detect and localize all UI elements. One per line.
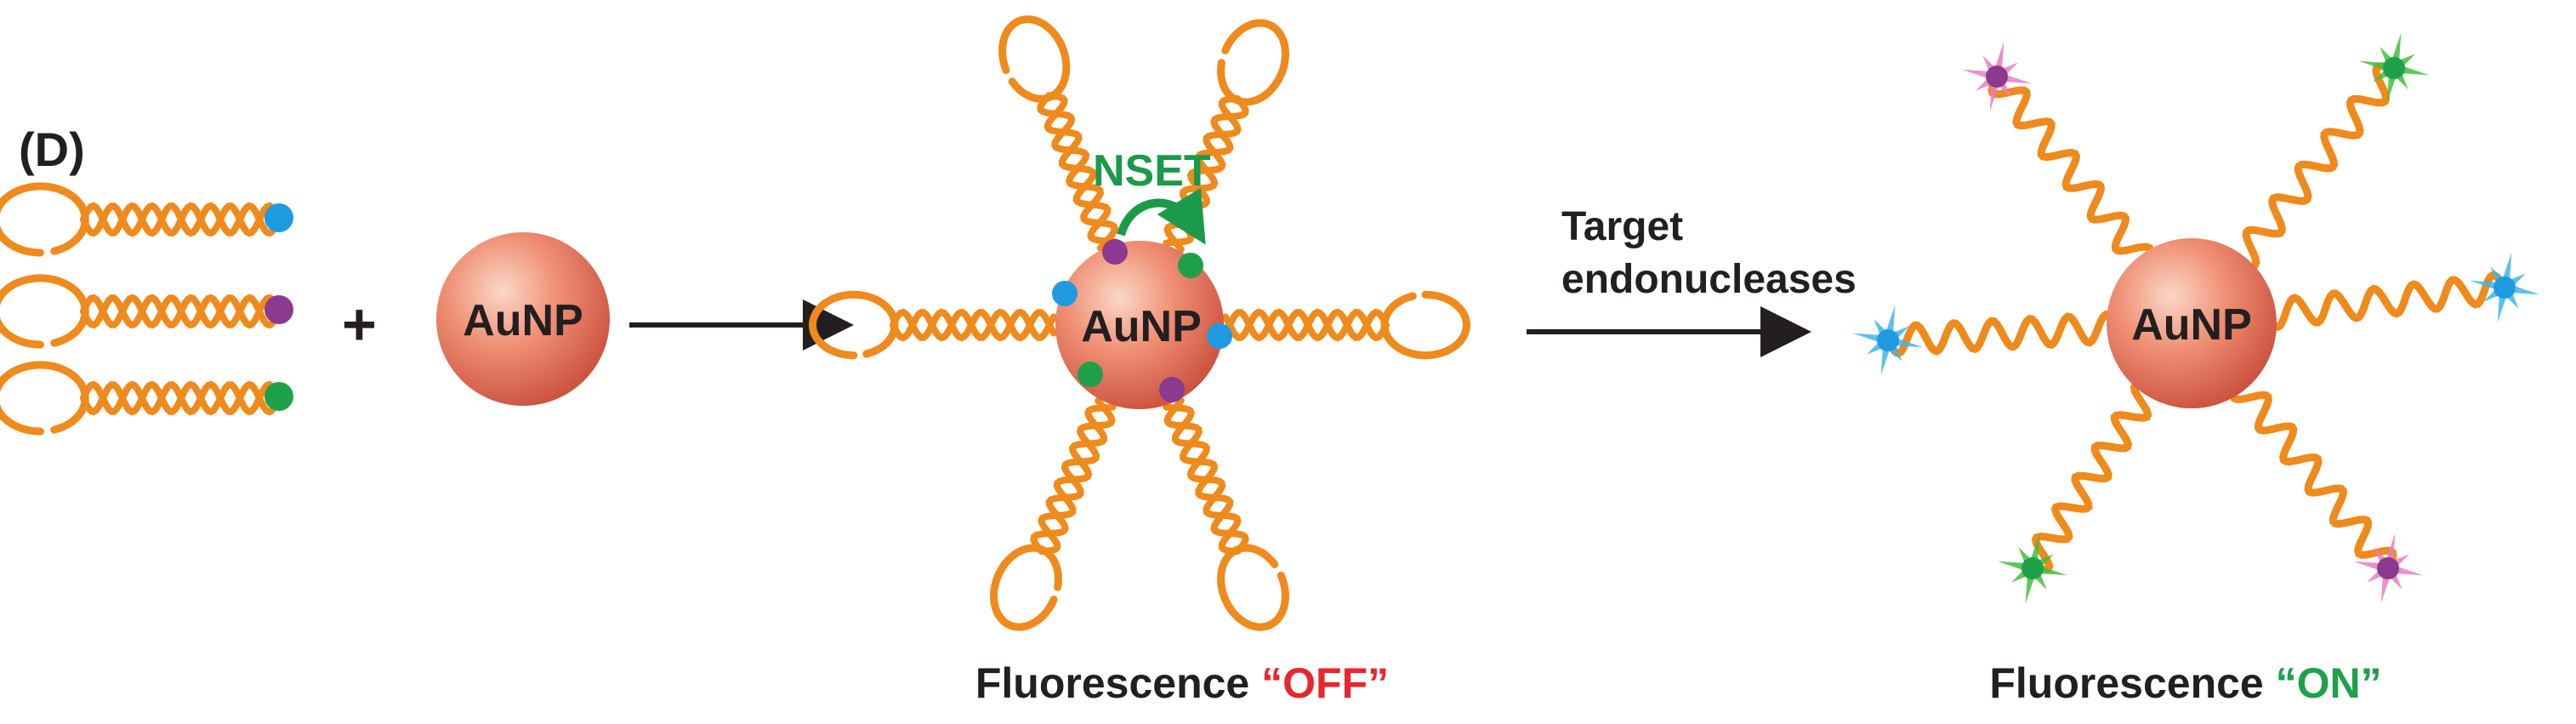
cleaved-strand [1886, 310, 2121, 358]
gold-nanoparticle-right [2107, 238, 2277, 408]
cleaved-strand [2029, 380, 2155, 574]
cleaved-strand [2261, 271, 2508, 332]
panel-label: (D) [19, 123, 85, 176]
caption-on-state: “ON” [2276, 659, 2382, 707]
bound-hairpin-probe [808, 290, 1057, 360]
dye-dot [2377, 557, 2399, 579]
caption-off-state: “OFF” [1261, 659, 1389, 707]
fluorescence-star-icon [2469, 252, 2540, 323]
particle-label-middle: AuNP [1081, 302, 1202, 351]
dye-blue [264, 203, 293, 232]
cleaved-strand [1987, 77, 2155, 269]
free-hairpin-probes [0, 182, 293, 436]
bound-hairpin-probe [998, 15, 1119, 252]
helix-strand [1163, 403, 1242, 556]
quenched-dye-3 [1207, 323, 1232, 349]
bound-hairpin-probe [1163, 396, 1289, 631]
bound-hairpin-probe [989, 396, 1117, 631]
quenched-dye-4 [1078, 362, 1103, 387]
hairpin-loop [998, 15, 1071, 103]
gold-nanoparticle-left [436, 232, 610, 406]
probe-strands-bound [808, 15, 1471, 631]
dye-dot [1986, 66, 2008, 88]
fluorescence-star-icon [2358, 32, 2430, 104]
nset-label: NSET [1093, 146, 1211, 196]
cleaved-strand [2234, 62, 2397, 271]
dye-dot [2383, 57, 2405, 79]
fluorescence-star-icon [1961, 41, 2033, 112]
hairpin-loop [1217, 544, 1289, 631]
quenched-dyes [1052, 239, 1232, 402]
caption-off: Fluorescence “OFF” [975, 659, 1389, 707]
arrow-label-target: Target [1561, 204, 1683, 249]
cleaved-strands [1886, 62, 2508, 574]
caption-off-prefix: Fluorescence [975, 659, 1261, 707]
bound-hairpin-probe [1222, 290, 1471, 360]
hairpin-loop [0, 182, 89, 257]
dye-dot [2022, 557, 2044, 579]
fluorescence-star-icon [2352, 533, 2424, 604]
particle-label-left: AuNP [463, 296, 583, 345]
quenched-dye-1 [1178, 253, 1203, 278]
helix-strand [1163, 396, 1249, 556]
helix-strand [1038, 403, 1117, 556]
dye-purple [264, 295, 293, 324]
helix-strand [1222, 308, 1390, 342]
hairpin-probe-icon [0, 361, 276, 436]
dye-dot [1877, 329, 1899, 351]
helix-strand [1222, 308, 1390, 342]
hairpin-loop [989, 544, 1062, 631]
fluorescence-stars [1852, 32, 2540, 604]
fluorescence-star-icon [1997, 533, 2068, 604]
helix-strand [80, 202, 276, 237]
nset-curved-arrow-icon [1117, 187, 1206, 245]
helix-strand [1037, 92, 1119, 252]
fluorescence-star-icon [1852, 305, 1924, 376]
dye-dot [2494, 276, 2516, 299]
hairpin-loop [1380, 290, 1471, 360]
hairpin-probe-icon [0, 274, 276, 349]
hairpin-loop [0, 274, 89, 349]
particle-label-right: AuNP [2131, 300, 2252, 350]
hairpin-loop [1217, 19, 1290, 106]
helix-strand [1030, 396, 1116, 556]
helix-strand [890, 308, 1057, 342]
quenched-dye-0 [1102, 239, 1128, 265]
plus-sign: + [342, 291, 377, 357]
caption-on-prefix: Fluorescence [1989, 659, 2275, 707]
helix-strand [890, 308, 1057, 342]
helix-strand [1043, 92, 1119, 246]
quenched-dye-2 [1052, 281, 1078, 306]
hairpin-loop [0, 361, 89, 436]
helix-strand [80, 294, 276, 329]
arrow-label-endonucleases: endonucleases [1561, 257, 1857, 302]
dye-green [264, 382, 293, 411]
caption-on: Fluorescence “ON” [1989, 659, 2381, 707]
hairpin-probe-icon [0, 182, 276, 257]
helix-strand [80, 380, 276, 416]
quenched-dye-5 [1159, 377, 1185, 402]
cleaved-strand [2229, 378, 2397, 568]
